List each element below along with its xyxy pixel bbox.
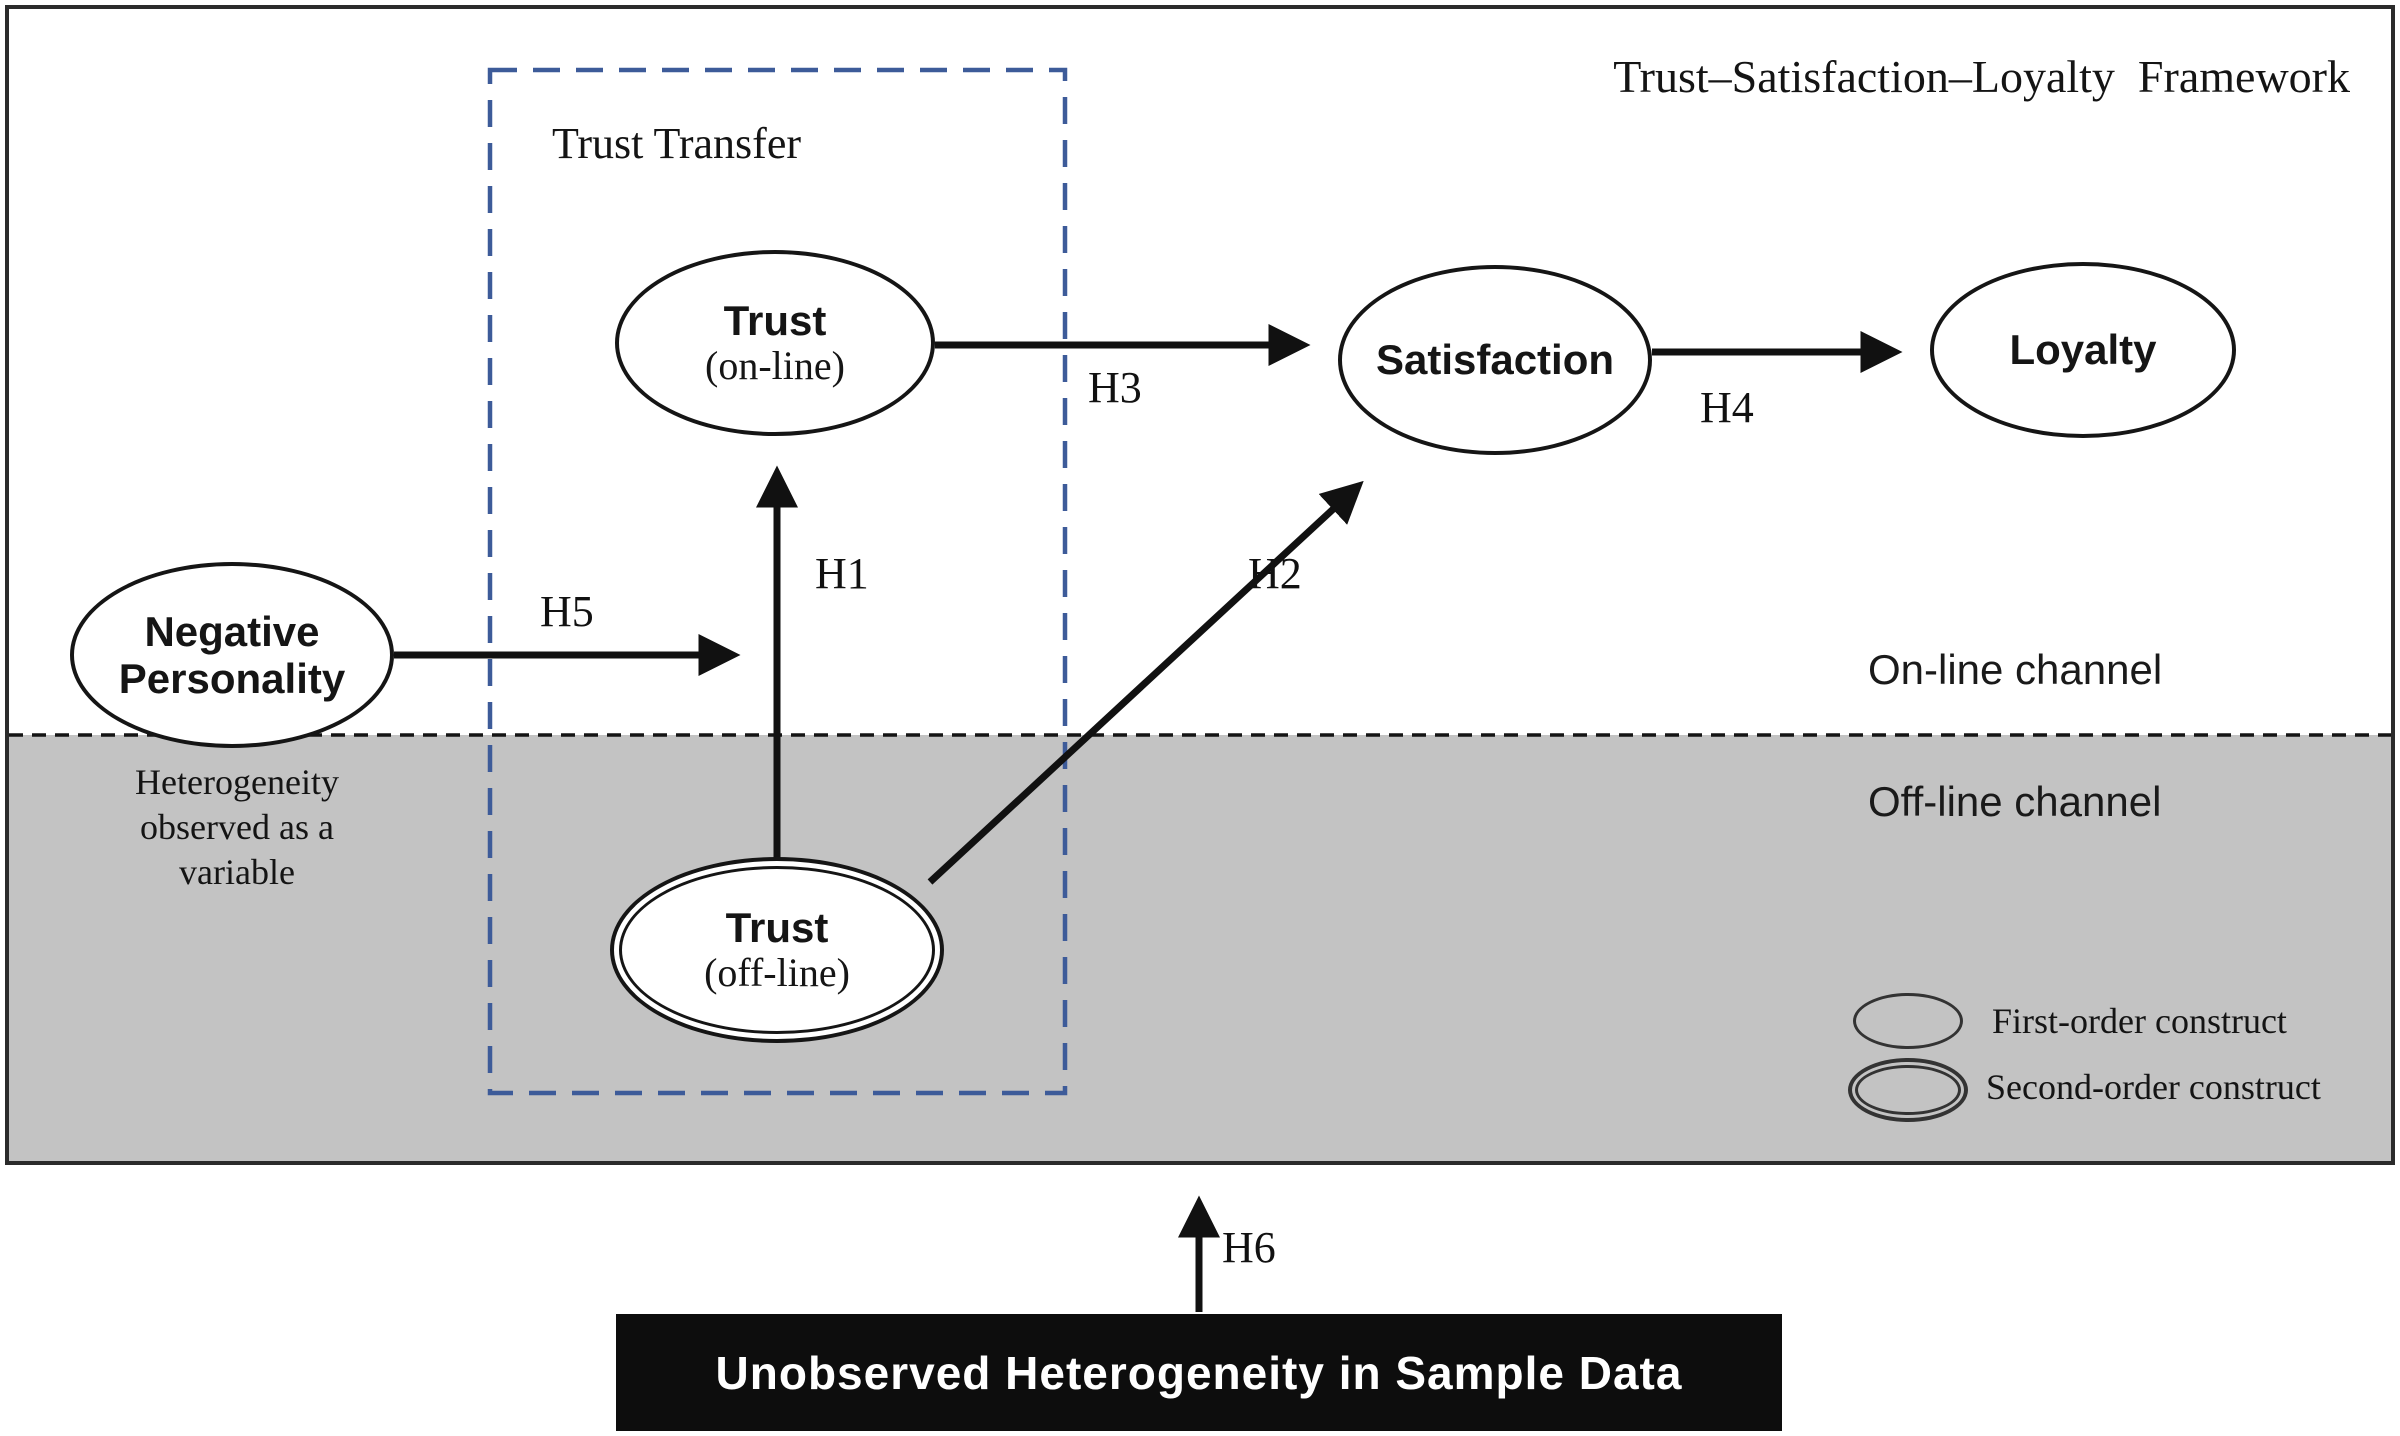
label-online-channel: On-line channel: [1868, 646, 2163, 693]
label-h1: H1: [815, 549, 869, 598]
label-h6: H6: [1222, 1223, 1276, 1272]
node-loyalty-title: Loyalty: [2009, 326, 2157, 374]
label-h3: H3: [1088, 363, 1142, 412]
heterogeneity-note-line2: observed as a: [140, 807, 334, 847]
legend-second-order-label: Second-order construct: [1986, 1067, 2321, 1107]
trust-transfer-label: Trust Transfer: [552, 119, 802, 168]
diagram-title: Trust–Satisfaction–Loyalty Framework: [1613, 51, 2350, 102]
label-h2: H2: [1248, 549, 1302, 598]
node-trust-offline-subtitle: (off-line): [704, 950, 850, 996]
heterogeneity-note-line3: variable: [179, 852, 295, 892]
label-h4: H4: [1700, 383, 1754, 432]
node-trust-online-subtitle: (on-line): [705, 343, 845, 389]
heterogeneity-note: Heterogeneity observed as a variable: [77, 760, 397, 895]
offline-channel-region: [9, 735, 2391, 1161]
unobserved-heterogeneity-box: Unobserved Heterogeneity in Sample Data: [616, 1314, 1782, 1431]
node-trust-online-title: Trust: [723, 297, 827, 345]
node-satisfaction-title: Satisfaction: [1375, 336, 1615, 384]
node-negative-personality-title: Negative Personality: [118, 607, 346, 702]
unobserved-heterogeneity-label: Unobserved Heterogeneity in Sample Data: [715, 1346, 1683, 1399]
arrow-h2: [927, 480, 1364, 885]
label-offline-channel: Off-line channel: [1868, 778, 2162, 825]
label-h5: H5: [540, 587, 594, 636]
node-negative-personality: Negative Personality: [70, 562, 394, 748]
legend-first-order-label: First-order construct: [1992, 1001, 2287, 1041]
trust-transfer-dashed-box: [487, 67, 1068, 1096]
node-satisfaction: Satisfaction: [1338, 265, 1652, 455]
node-loyalty: Loyalty: [1930, 262, 2236, 438]
node-trust-offline-title: Trust: [725, 904, 829, 952]
legend-second-order-inner-ring: [1855, 1065, 1961, 1115]
node-trust-online: Trust (on-line): [615, 250, 935, 436]
node-trust-offline: Trust (off-line): [610, 857, 944, 1043]
legend-first-order-ellipse: [1853, 993, 1963, 1049]
legend-second-order-ellipse: [1848, 1058, 1968, 1122]
heterogeneity-note-line1: Heterogeneity: [135, 762, 339, 802]
